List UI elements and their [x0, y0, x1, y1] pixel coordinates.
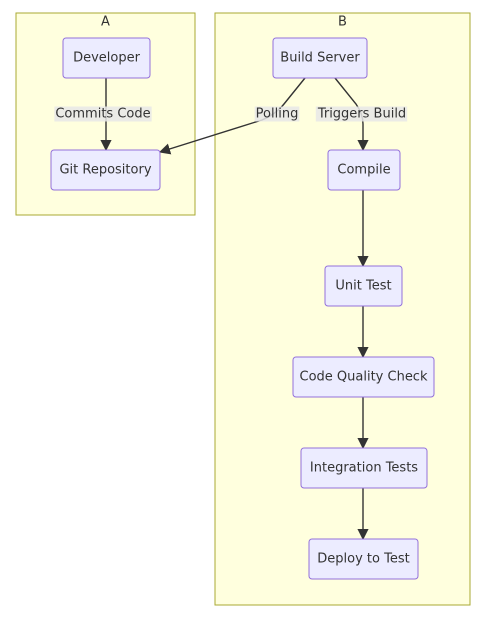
- edge-label-group: Commits Code: [54, 106, 152, 122]
- edge-label-background: [254, 106, 300, 122]
- node-code-quality-check: Code Quality Check: [292, 356, 435, 398]
- node-git-repository: Git Repository: [50, 149, 161, 191]
- edge-label-group: Triggers Build: [315, 106, 408, 122]
- node-unit-test: Unit Test: [324, 265, 403, 307]
- node-compile: Compile: [327, 149, 401, 191]
- edge-label: Commits Code: [55, 107, 150, 122]
- node-label: Compile: [337, 163, 390, 178]
- node-box: [308, 538, 419, 580]
- node-label: Code Quality Check: [300, 370, 428, 385]
- edge-label-group: Polling: [254, 106, 300, 122]
- node-developer: Developer: [62, 37, 151, 79]
- node-box: [324, 265, 403, 307]
- cluster-label: B: [338, 15, 347, 30]
- node-box: [292, 356, 435, 398]
- node-label: Git Repository: [59, 163, 151, 178]
- node-box: [50, 149, 161, 191]
- cluster-box: [214, 12, 471, 606]
- node-box: [300, 447, 428, 489]
- edge-label-background: [315, 106, 408, 122]
- node-label: Deploy to Test: [317, 552, 409, 567]
- node-build-server: Build Server: [272, 37, 368, 79]
- edge-label: Polling: [256, 107, 299, 122]
- edge-label-background: [54, 106, 152, 122]
- node-label: Unit Test: [335, 279, 391, 294]
- node-box: [62, 37, 151, 79]
- node-integration-tests: Integration Tests: [300, 447, 428, 489]
- node-deploy-to-test: Deploy to Test: [308, 538, 419, 580]
- edge-label: Triggers Build: [317, 107, 406, 122]
- node-box: [272, 37, 368, 79]
- node-label: Integration Tests: [310, 461, 418, 476]
- cluster-label: A: [101, 15, 110, 30]
- cluster-b: B: [214, 12, 471, 606]
- node-label: Developer: [73, 51, 141, 66]
- node-box: [327, 149, 401, 191]
- node-label: Build Server: [280, 51, 360, 66]
